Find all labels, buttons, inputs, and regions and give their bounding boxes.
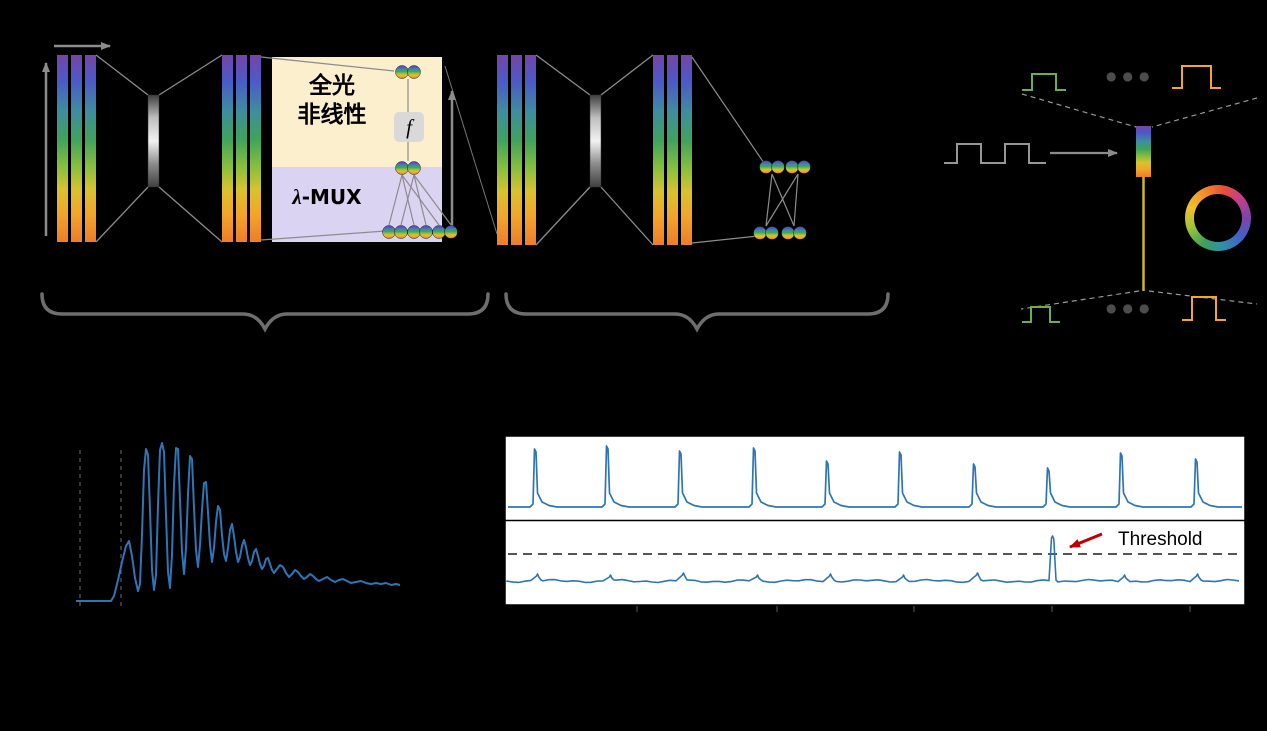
input-square-wave	[944, 143, 1046, 164]
neuron-node	[407, 161, 421, 175]
rainbow-bar	[667, 55, 678, 245]
wavelength-pulses-bottom	[1022, 296, 1226, 323]
laser-response-plot	[76, 442, 401, 606]
lambda-symbol: λ	[292, 185, 302, 209]
connector-line	[158, 186, 223, 243]
laser-curve	[76, 442, 401, 602]
neuron-node	[394, 225, 408, 239]
connector-line	[413, 174, 427, 226]
rainbow-bar	[57, 55, 68, 242]
rainbow-bar	[681, 55, 692, 245]
rainbow-bar	[525, 55, 536, 245]
green-pulse-icon	[1022, 73, 1066, 91]
green-pulse-icon	[1022, 306, 1060, 323]
rainbow-bar	[222, 55, 233, 242]
connector-line	[600, 186, 654, 246]
underbrace-right	[504, 292, 890, 333]
neuron-node	[444, 225, 458, 239]
rainbow-bar	[71, 55, 82, 242]
connector-line	[388, 174, 403, 226]
hourglass-lines-left	[95, 54, 223, 243]
nonlinearity-label-line2: 非线性	[297, 102, 367, 128]
neuron-node	[793, 226, 807, 240]
dashed-line	[1021, 93, 1137, 128]
yellow-pulse-icon	[1172, 65, 1221, 89]
fanout-dashes-top	[1021, 93, 1258, 128]
spike-panels	[504, 435, 1246, 612]
threshold-arrow-icon	[1069, 532, 1103, 549]
rainbow-bar	[653, 55, 664, 245]
yellow-pulse-icon	[1182, 296, 1226, 321]
spectral-input-arrows	[42, 42, 111, 236]
underbraces	[40, 292, 890, 333]
neuron-node	[771, 160, 785, 174]
neuron-node	[432, 225, 446, 239]
nonlinear-function-symbol: f	[406, 114, 412, 139]
neuron-nodes	[382, 65, 811, 240]
neuron-node	[785, 160, 799, 174]
connector-line	[413, 174, 452, 226]
neuron-node	[395, 161, 409, 175]
connector-line	[260, 56, 395, 72]
neuron-node	[407, 65, 421, 79]
ellipsis-top-icon: ●●●	[1106, 69, 1156, 83]
neuron-node	[759, 160, 773, 174]
connector-line	[765, 173, 799, 227]
axis-ticks	[636, 606, 1191, 612]
connector-line	[793, 173, 799, 227]
mux-label-rest: -MUX	[301, 185, 362, 209]
spectral-bar-group-b	[222, 55, 261, 242]
rainbow-bar	[250, 55, 261, 242]
nonlinear-function-box	[394, 112, 424, 142]
microring-resonator	[1185, 185, 1251, 251]
connector-line	[158, 54, 223, 96]
nonlinearity-label-line1: 全光	[309, 73, 355, 99]
spike-train-top-path	[508, 445, 1242, 508]
dashed-line	[1151, 97, 1258, 128]
connector-line	[771, 173, 795, 227]
neuron-node	[407, 225, 421, 239]
connector-line	[691, 235, 759, 244]
neuron-node	[781, 226, 795, 240]
spectral-bar-group-a	[57, 55, 96, 242]
spike-train-bottom-path	[506, 535, 1240, 584]
rainbow-bar	[511, 55, 522, 245]
connector-line	[535, 186, 591, 246]
connector-line	[600, 54, 654, 96]
connector-line	[765, 173, 773, 227]
ellipsis-bottom-icon: ●●●	[1106, 301, 1156, 315]
connector-line	[95, 54, 149, 96]
rainbow-bar	[85, 55, 96, 242]
threshold-label: Threshold	[1118, 529, 1203, 550]
modulator-bar-middle	[589, 94, 602, 188]
rainbow-bar	[236, 55, 247, 242]
connector-line	[535, 54, 591, 96]
hourglass-lines-middle	[535, 54, 654, 246]
neuron-node	[765, 226, 779, 240]
connector-line	[95, 186, 149, 243]
wavelength-pulses-top	[1022, 65, 1221, 91]
neuron-node	[395, 65, 409, 79]
rainbow-bar	[497, 55, 508, 245]
neuron-node	[419, 225, 433, 239]
connector-line	[260, 230, 387, 241]
connector-line	[400, 174, 415, 226]
nonlinearity-label: 全光 非线性	[276, 72, 388, 130]
neuron-node	[797, 160, 811, 174]
neuron-node	[753, 226, 767, 240]
spectral-bar-group-d	[653, 55, 692, 245]
spectral-bar-group-c	[497, 55, 536, 245]
modulator-bar-left	[147, 94, 160, 188]
wdm-rainbow-bar	[1136, 126, 1151, 177]
connector-line	[691, 56, 765, 164]
mux-label: λ-MUX	[268, 185, 386, 210]
neuron-node	[382, 225, 396, 239]
underbrace-left	[40, 292, 490, 333]
neuron-connections-right	[765, 173, 799, 227]
bar-to-neuron-lines-right	[691, 56, 765, 244]
